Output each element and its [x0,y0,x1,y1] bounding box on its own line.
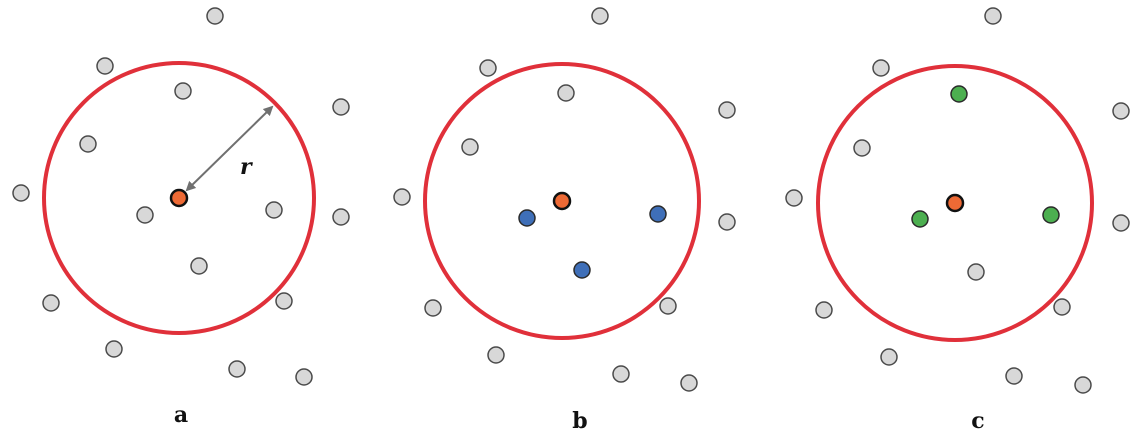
data-point [1005,367,1023,385]
data-point [659,297,677,315]
data-point [332,208,350,226]
data-point [42,294,60,312]
data-point [680,374,698,392]
panel-c: c [785,7,1130,434]
radius-label: r [240,154,253,180]
radius-arrow [185,105,274,192]
data-point [393,188,411,206]
panel-a: r a [12,7,350,428]
query-point [552,191,572,211]
data-point [853,139,871,157]
data-point [228,360,246,378]
gray-points [785,7,1130,394]
data-point [718,101,736,119]
data-point [136,206,154,224]
selected-point [950,85,968,103]
data-point [487,346,505,364]
data-point [332,98,350,116]
data-point [79,135,97,153]
panel-label-a: a [174,402,188,428]
data-point [206,7,224,25]
panel-label-c: c [971,408,984,434]
gray-points [393,7,736,392]
selected-point [1042,206,1060,224]
data-point [612,365,630,383]
query-point [169,188,189,208]
search-radius-circle [423,62,701,340]
data-point [1112,214,1130,232]
data-point [479,59,497,77]
gray-points [12,7,350,386]
data-point [461,138,479,156]
search-radius-circle [42,61,316,335]
selected-point [649,205,667,223]
data-point [815,301,833,319]
selected-point [911,210,929,228]
data-point [1112,102,1130,120]
data-point [872,59,890,77]
data-point [424,299,442,317]
selected-point [518,209,536,227]
search-radius-circle [816,64,1094,342]
data-point [984,7,1002,25]
data-point [967,263,985,281]
data-point [1074,376,1092,394]
data-point [295,368,313,386]
panel-b: b [393,7,736,434]
data-point [12,184,30,202]
data-point [591,7,609,25]
data-point [265,201,283,219]
data-point [785,189,803,207]
data-point [1053,298,1071,316]
data-point [96,57,114,75]
data-point [174,82,192,100]
query-point [945,193,965,213]
selected-points [518,205,667,279]
data-point [880,348,898,366]
data-point [718,213,736,231]
selected-points [911,85,1060,228]
data-point [557,84,575,102]
selected-point [573,261,591,279]
data-point [275,292,293,310]
data-point [190,257,208,275]
panel-label-b: b [572,408,587,434]
data-point [105,340,123,358]
